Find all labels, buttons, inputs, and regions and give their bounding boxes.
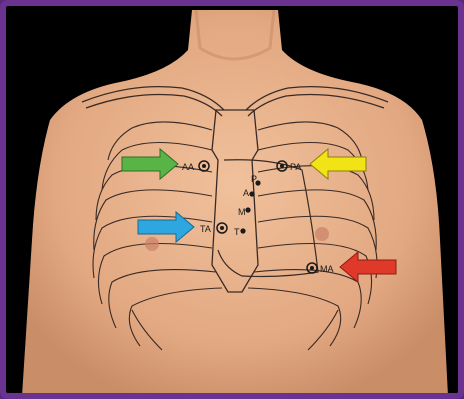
chest-illustration: P A M T AA PA TA (12, 10, 458, 396)
right-nipple (315, 227, 329, 241)
valve-label-a: A (243, 188, 249, 198)
valve-label-m: M (238, 207, 246, 217)
valve-label-t: T (234, 227, 240, 237)
left-nipple (145, 237, 159, 251)
point-pa-label: PA (290, 162, 301, 172)
torso-skin (22, 10, 448, 396)
point-ta-label: TA (200, 224, 211, 234)
point-aa-label: AA (182, 162, 194, 172)
photo-area: P A M T AA PA TA (12, 10, 458, 396)
point-ma-label: MA (320, 264, 334, 274)
valve-label-p: P (251, 174, 257, 184)
